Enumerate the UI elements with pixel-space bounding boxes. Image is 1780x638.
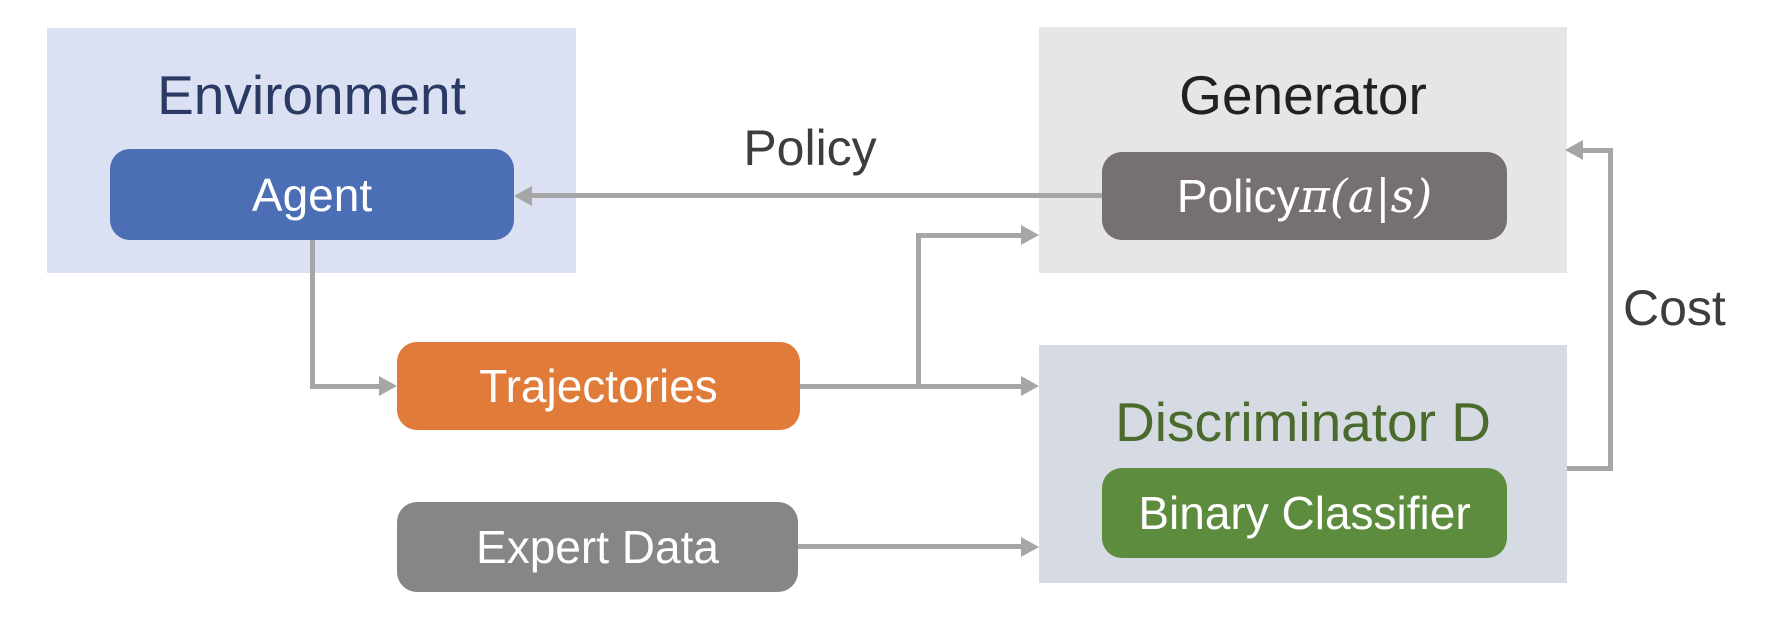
expert-arrowhead-icon xyxy=(1021,537,1039,557)
policy-arrowhead-icon xyxy=(514,186,532,206)
branch-arrowhead-icon xyxy=(1021,225,1039,245)
trajectories-arrow-line xyxy=(800,384,1022,389)
agent-arrowhead-icon xyxy=(379,376,397,396)
policy-arrow-line xyxy=(530,193,1102,198)
trajectories-arrowhead-icon xyxy=(1021,376,1039,396)
binary-classifier-node: Binary Classifier xyxy=(1102,468,1507,558)
cost-arrow-top-line xyxy=(1583,148,1613,153)
generator-title: Generator xyxy=(1179,64,1427,126)
branch-vertical-line xyxy=(916,233,921,389)
cost-edge-label: Cost xyxy=(1623,280,1726,336)
trajectories-label: Trajectories xyxy=(479,360,718,412)
expert-data-label: Expert Data xyxy=(476,521,719,573)
agent-node-label: Agent xyxy=(251,168,373,221)
trajectories-node: Trajectories xyxy=(397,342,800,430)
cost-arrow-vertical-line xyxy=(1608,148,1613,471)
environment-title: Environment xyxy=(157,64,466,126)
policy-node-math-label: π(a|s) xyxy=(1299,169,1433,223)
agent-arrow-vertical-line xyxy=(310,240,315,387)
expert-arrow-line xyxy=(798,544,1022,549)
discriminator-title: Discriminator D xyxy=(1115,391,1491,453)
policy-node: Policy π(a|s) xyxy=(1102,152,1507,240)
agent-node: Agent xyxy=(110,149,514,240)
policy-edge-label: Policy xyxy=(743,120,877,176)
policy-node-label: Policy xyxy=(1176,170,1300,222)
expert-data-node: Expert Data xyxy=(397,502,798,592)
agent-arrow-horizontal-line xyxy=(310,384,380,389)
cost-arrow-bottom-line xyxy=(1567,466,1613,471)
branch-horizontal-line xyxy=(916,233,1022,238)
cost-arrowhead-icon xyxy=(1565,140,1583,160)
binary-classifier-label: Binary Classifier xyxy=(1138,487,1471,539)
